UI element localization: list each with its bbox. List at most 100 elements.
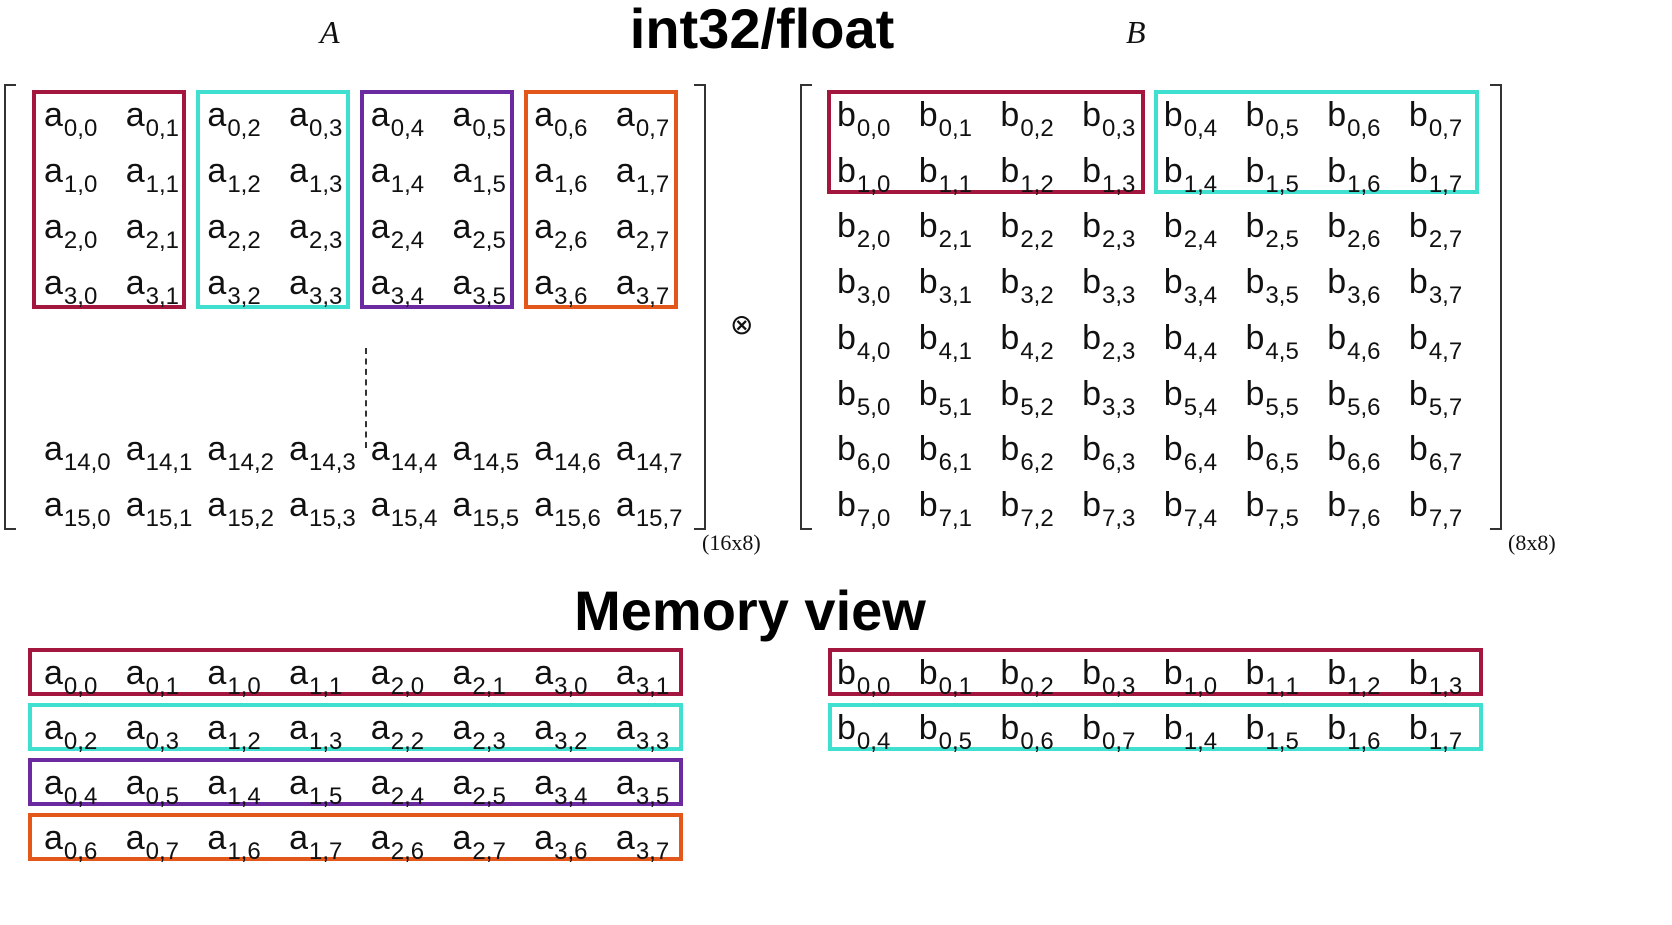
memory-a-cell: a1,7 (289, 819, 343, 865)
matrix-b-cell: b4,1 (918, 318, 972, 365)
memory-a-cell: a2,3 (452, 709, 506, 755)
memory-a-cell: a3,7 (615, 819, 670, 865)
memory-view-title: Memory view (574, 579, 926, 642)
memory-b-cell: b1,7 (1408, 709, 1463, 755)
matrix-b-cell: b4,7 (1408, 318, 1463, 365)
memory-b-cell: b1,2 (1327, 654, 1381, 700)
memory-b-cell: b0,3 (1082, 654, 1136, 700)
memory-b-cell: b1,4 (1163, 709, 1218, 755)
matrix-b-cell: b6,6 (1327, 430, 1381, 477)
matrix-a-cell: a3,1 (125, 264, 179, 310)
matrix-a-group-4-box (524, 90, 678, 309)
matrix-a-cell: a14,3 (289, 430, 356, 476)
matrix-b-cell: b2,1 (918, 207, 972, 254)
matrix-a-cell: a14,6 (534, 430, 601, 476)
matrix-b-cell: b2,4 (1163, 207, 1218, 254)
matrix-b-cell: b2,2 (1000, 207, 1054, 254)
matrix-b-cell: b7,3 (1082, 485, 1136, 532)
matrix-a-cell: a3,0 (44, 264, 98, 310)
memory-a-cell: a0,1 (125, 654, 179, 700)
matrix-a-cell: a3,2 (207, 264, 261, 310)
memory-b-cell: b1,6 (1327, 709, 1381, 755)
memory-b-row-1-box (828, 648, 1483, 696)
memory-b-cell: b0,2 (1000, 654, 1054, 700)
matrix-b-cell: b6,3 (1082, 430, 1136, 477)
matrix-a-cell: a0,5 (452, 96, 506, 142)
matrix-b-cell: b7,6 (1327, 485, 1381, 532)
matrix-b-cell: b3,6 (1327, 263, 1381, 310)
matrix-b-cell: b0,2 (1000, 96, 1054, 142)
memory-a-cell: a3,1 (615, 654, 670, 700)
matrix-b-cell: b3,3 (1082, 263, 1136, 310)
memory-b-cell: b0,7 (1082, 709, 1136, 755)
matrix-b-cell: b6,0 (837, 430, 891, 477)
memory-a-cell: a3,2 (534, 709, 588, 755)
matrix-a-cell: a0,0 (44, 96, 98, 142)
memory-a-cell: a2,0 (370, 654, 425, 700)
matrix-a-cell: a14,2 (207, 430, 275, 476)
matrix-a-group-2-box (196, 90, 350, 309)
memory-b-cell: b0,0 (837, 654, 891, 700)
memory-a-cell: a2,4 (370, 764, 425, 810)
matrix-b-cell: b2,6 (1327, 207, 1381, 254)
memory-a-cell: a3,4 (534, 764, 588, 810)
multiply-operator: ⊗ (730, 309, 754, 340)
matrix-a-cell: a2,1 (125, 208, 179, 254)
matrix-a-label: A (320, 14, 340, 50)
memory-a-cell: a0,7 (125, 819, 179, 865)
matrix-b-cell: b4,6 (1327, 318, 1381, 365)
matrix-a-cell: a2,6 (534, 208, 588, 254)
matrix-b-cell: b5,4 (1163, 374, 1218, 421)
matrix-a-cell: a2,2 (207, 208, 261, 254)
matrix-b-cell: b4,4 (1163, 318, 1218, 365)
memory-a-cell: a0,3 (125, 709, 179, 755)
matrix-a-cell: a1,5 (452, 152, 506, 198)
memory-a-cell: a0,5 (125, 764, 179, 810)
matrix-b-cell: b3,0 (837, 263, 891, 310)
matrix-b-cell: b4,5 (1245, 318, 1299, 365)
memory-b-cell: b1,3 (1408, 654, 1463, 700)
memory-a-row-1-box (28, 648, 683, 696)
matrix-b-cell: b3,1 (918, 263, 972, 310)
memory-b-cell: b0,1 (918, 654, 972, 700)
memory-a-cell: a2,6 (370, 819, 425, 865)
memory-a-row-2-box (28, 703, 683, 751)
matrix-b-right-bracket (1490, 84, 1502, 530)
matrix-b-cell: b0,5 (1245, 96, 1299, 142)
matrix-b-dimension: (8x8) (1508, 530, 1556, 555)
matrix-b-cell: b6,4 (1163, 430, 1218, 477)
matrix-b-cell: b0,1 (918, 96, 972, 142)
memory-a-cell: a1,6 (207, 819, 261, 865)
matrix-b-cell: b1,2 (1000, 151, 1054, 198)
matrix-a-cell: a0,1 (125, 96, 179, 142)
matrix-b-cell: b1,6 (1327, 151, 1381, 198)
matrix-a-cell: a14,0 (44, 430, 111, 476)
matrix-b-cell: b3,2 (1000, 263, 1054, 310)
matrix-b-cell: b5,6 (1327, 374, 1381, 421)
matrix-a-cell: a15,1 (125, 486, 193, 532)
matrix-b-cell: b3,3 (1082, 374, 1136, 421)
matrix-a-cell: a3,5 (452, 264, 506, 310)
matrix-b-cell: b6,2 (1000, 430, 1054, 477)
memory-a-cell: a1,1 (289, 654, 343, 700)
memory-a-cell: a1,4 (207, 764, 261, 810)
matrix-b-cell: b7,4 (1163, 485, 1218, 532)
memory-a-cell: a3,3 (615, 709, 670, 755)
matrix-b-cell: b7,1 (918, 485, 972, 532)
matrix-b-cell: b2,3 (1082, 318, 1136, 365)
matrix-a-cell: a2,4 (370, 208, 425, 254)
memory-a-cell: a3,0 (534, 654, 588, 700)
matrix-b-cell: b3,5 (1245, 263, 1299, 310)
memory-a-cell: a3,6 (534, 819, 588, 865)
matrix-b-cell: b0,7 (1408, 96, 1463, 142)
matrix-b-left-bracket (800, 84, 812, 530)
memory-b-cell: b1,0 (1163, 654, 1218, 700)
matrix-a-right-bracket (694, 84, 706, 530)
matrix-b-cell: b1,3 (1082, 151, 1136, 198)
memory-a-cell: a0,6 (44, 819, 98, 865)
matrix-b-cell: b3,4 (1163, 263, 1218, 310)
memory-a-cell: a0,0 (44, 654, 98, 700)
memory-a-cell: a0,4 (44, 764, 98, 810)
matrix-a-cell: a0,6 (534, 96, 588, 142)
memory-a-cell: a1,0 (207, 654, 261, 700)
